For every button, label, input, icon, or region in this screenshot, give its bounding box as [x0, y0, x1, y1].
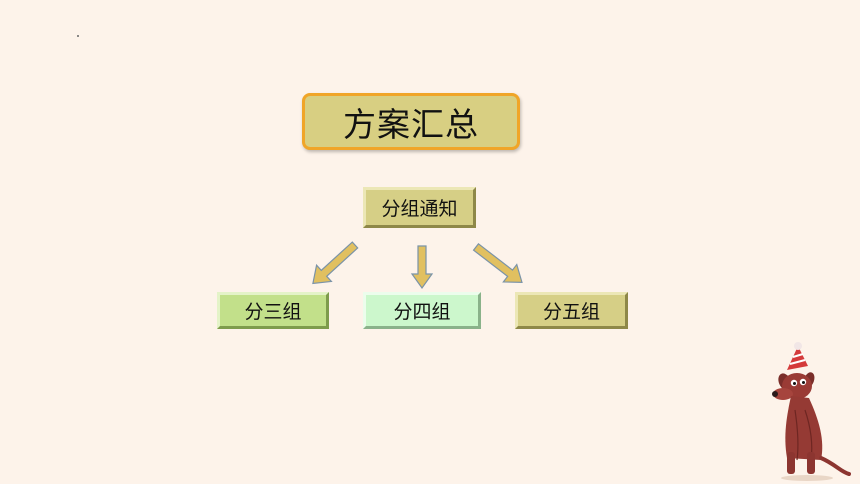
child-node-group-four: 分四组 — [363, 292, 481, 329]
root-node-group-notice: 分组通知 — [363, 187, 476, 228]
child-node-group-five: 分五组 — [515, 292, 628, 329]
child-node-group-three: 分三组 — [217, 292, 329, 329]
stray-dot — [77, 35, 79, 37]
page-title: 方案汇总 — [302, 93, 520, 150]
arrow-to-group-four — [410, 245, 434, 290]
dog-with-party-hat-icon — [772, 342, 851, 481]
arrow-to-group-five — [472, 242, 523, 284]
arrow-to-group-three — [312, 241, 359, 285]
